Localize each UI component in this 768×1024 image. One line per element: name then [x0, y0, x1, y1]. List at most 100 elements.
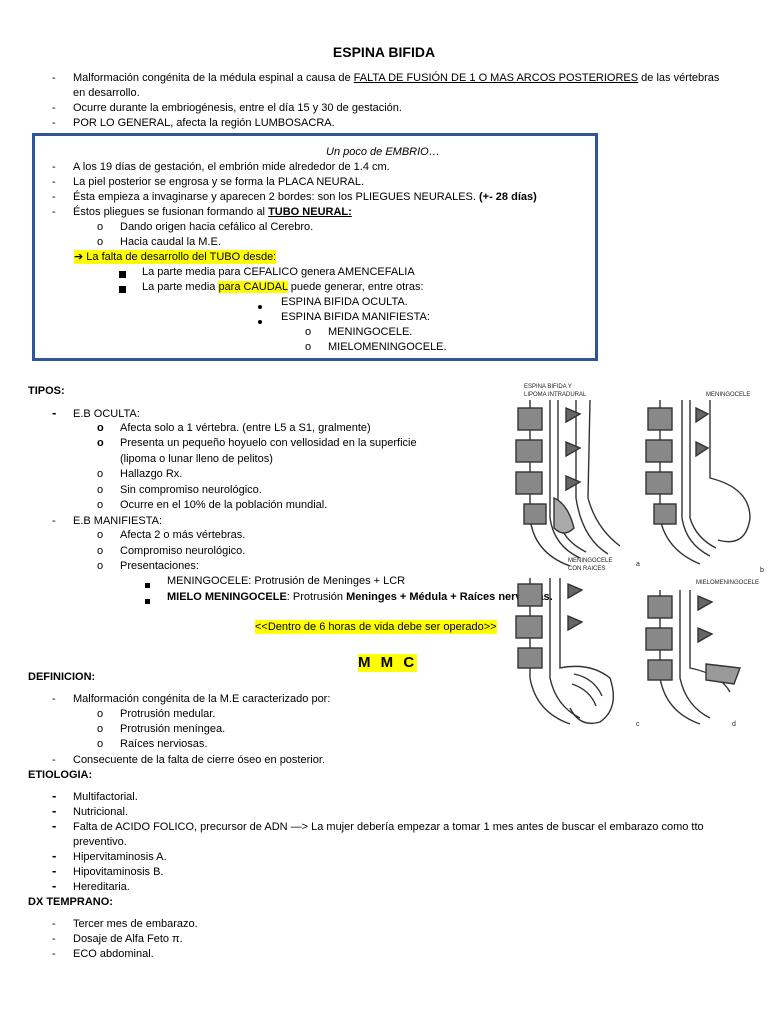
- etiologia-heading: ETIOLOGIA:: [28, 769, 93, 781]
- dash: -: [52, 206, 56, 218]
- figure-label: MENINGOCELE: [568, 558, 612, 564]
- tipos-oculta: E.B OCULTA:: [73, 408, 140, 420]
- page-title: ESPINA BIFIDA: [332, 44, 436, 60]
- etiologia-e6: Hereditaria.: [73, 881, 130, 893]
- sub-bullet-o: o: [97, 529, 104, 541]
- sub-bullet-o: o: [305, 341, 312, 353]
- dash: -: [52, 918, 56, 930]
- embrio-b4: Éstos pliegues se fusionan formando al T…: [73, 206, 352, 218]
- tipos-p2: MIELO MENINGOCELE: Protrusión Meninges +…: [167, 591, 553, 603]
- dash: -: [52, 161, 56, 173]
- dot-bullet: [258, 314, 262, 328]
- intro-line-1-cont: en desarrollo.: [73, 87, 140, 99]
- dash: -: [52, 405, 57, 420]
- intro-line-3: POR LO GENERAL, afecta la región LUMBOSA…: [73, 117, 335, 129]
- dash: -: [52, 72, 56, 84]
- definicion-l2: Consecuente de la falta de cierre óseo e…: [73, 754, 325, 766]
- embrio-box: [32, 133, 598, 361]
- sub-bullet-o: o: [97, 437, 104, 449]
- dot-bullet: [258, 299, 262, 313]
- embrio-b3: Ésta empieza a invaginarse y aparecen 2 …: [73, 191, 537, 203]
- sub-bullet-o: o: [97, 468, 104, 480]
- tipos-oc2b: (lipoma o lunar lleno de pelitos): [120, 453, 273, 465]
- embrio-d1: ESPINA BIFIDA OCULTA.: [281, 296, 408, 308]
- dash: -: [52, 515, 56, 527]
- sub-bullet-o: o: [97, 484, 104, 496]
- dash: -: [52, 191, 56, 203]
- dash: -: [52, 933, 56, 945]
- figure-label: MIELOMENINGOCELE: [696, 580, 759, 586]
- embrio-q2: La parte media para CAUDAL puede generar…: [142, 281, 424, 293]
- tipos-note: <<Dentro de 6 horas de vida debe ser ope…: [255, 620, 497, 634]
- etiologia-e2: Nutricional.: [73, 806, 129, 818]
- embrio-s2: Hacia caudal la M.E.: [120, 236, 221, 248]
- sub-bullet-o: o: [97, 422, 104, 434]
- square-bullet: [119, 268, 126, 282]
- definicion-s3: Raíces nerviosas.: [120, 738, 208, 750]
- dx-d1: Tercer mes de embarazo.: [73, 918, 198, 930]
- dash: -: [52, 878, 57, 893]
- intro-line-1: Malformación congénita de la médula espi…: [73, 72, 720, 84]
- figure-letter: c: [636, 721, 640, 728]
- figure-label: ESPINA BIFIDA Y: [524, 384, 572, 390]
- dash: -: [52, 176, 56, 188]
- dash: -: [52, 863, 57, 878]
- embrio-q1: La parte media para CEFALICO genera AMEN…: [142, 266, 415, 278]
- sub-bullet-o: o: [97, 560, 104, 572]
- dx-heading: DX TEMPRANO:: [28, 896, 113, 908]
- dash: -: [52, 818, 57, 833]
- etiologia-e3b: preventivo.: [73, 836, 127, 848]
- etiologia-e1: Multifactorial.: [73, 791, 138, 803]
- definicion-l1: Malformación congénita de la M.E caracte…: [73, 693, 331, 705]
- tipos-oc4: Sin compromiso neurológico.: [120, 484, 262, 496]
- dash: -: [52, 754, 56, 766]
- embrio-b2: La piel posterior se engrosa y se forma …: [73, 176, 365, 188]
- square-bullet: [145, 594, 150, 608]
- figure-label: LIPOMA INTRADURAL: [524, 392, 587, 398]
- embrio-heading: Un poco de EMBRIO…: [326, 146, 440, 158]
- square-bullet: [119, 283, 126, 297]
- tipos-p1: MENINGOCELE: Protrusión de Meninges + LC…: [167, 575, 406, 587]
- etiologia-e5: Hipovitaminosis B.: [73, 866, 164, 878]
- definicion-s2: Protrusión meníngea.: [120, 723, 226, 735]
- dash: -: [52, 117, 56, 129]
- tipos-heading: TIPOS:: [28, 385, 65, 397]
- tipos-oc1: Afecta solo a 1 vértebra. (entre L5 a S1…: [120, 422, 371, 434]
- tipos-m1: Afecta 2 o más vértebras.: [120, 529, 246, 541]
- embrio-s1: Dando origen hacia cefálico al Cerebro.: [120, 221, 314, 233]
- sub-bullet-o: o: [97, 499, 104, 511]
- figure-label: MENINGOCELE: [706, 392, 750, 398]
- sub-bullet-o: o: [97, 545, 104, 557]
- etiologia-e4: Hipervitaminosis A.: [73, 851, 167, 863]
- sub-bullet-o: o: [97, 708, 104, 720]
- tipos-oc3: Hallazgo Rx.: [120, 468, 183, 480]
- dash: -: [52, 848, 57, 863]
- figure-label: CON RAICES: [568, 566, 605, 572]
- sub-bullet-o: o: [305, 326, 312, 338]
- dash: -: [52, 803, 57, 818]
- sub-bullet-o: o: [97, 738, 104, 750]
- figure-letter: a: [636, 561, 640, 568]
- embrio-arrow-line: ➔ La falta de desarrollo del TUBO desde:: [74, 250, 277, 264]
- embrio-d2: ESPINA BIFIDA MANIFIESTA:: [281, 311, 430, 323]
- mmc-heading: M M C: [358, 654, 418, 672]
- embrio-b1: A los 19 días de gestación, el embrión m…: [73, 161, 390, 173]
- sub-bullet-o: o: [97, 723, 104, 735]
- embrio-o1: MENINGOCELE.: [328, 326, 413, 338]
- figure-letter: b: [760, 567, 764, 574]
- embrio-o2: MIELOMENINGOCELE.: [328, 341, 447, 353]
- tipos-oc2: Presenta un pequeño hoyuelo con vellosid…: [120, 437, 417, 449]
- tipos-oc5: Ocurre en el 10% de la población mundial…: [120, 499, 328, 511]
- dash: -: [52, 948, 56, 960]
- intro-line-2: Ocurre durante la embriogénesis, entre e…: [73, 102, 402, 114]
- tipos-manifiesta: E.B MANIFIESTA:: [73, 515, 163, 527]
- dx-d3: ECO abdominal.: [73, 948, 154, 960]
- tipos-m3: Presentaciones:: [120, 560, 199, 572]
- dash: -: [52, 693, 56, 705]
- sub-bullet-o: o: [97, 236, 104, 248]
- tipos-m2: Compromiso neurológico.: [120, 545, 246, 557]
- spine-illustration: ESPINA BIFIDA Y LIPOMA INTRADURAL MENING…: [510, 378, 768, 742]
- sub-bullet-o: o: [97, 221, 104, 233]
- etiologia-e3: Falta de ACIDO FOLICO, precursor de ADN …: [73, 821, 704, 833]
- definicion-heading: DEFINICION:: [28, 671, 96, 683]
